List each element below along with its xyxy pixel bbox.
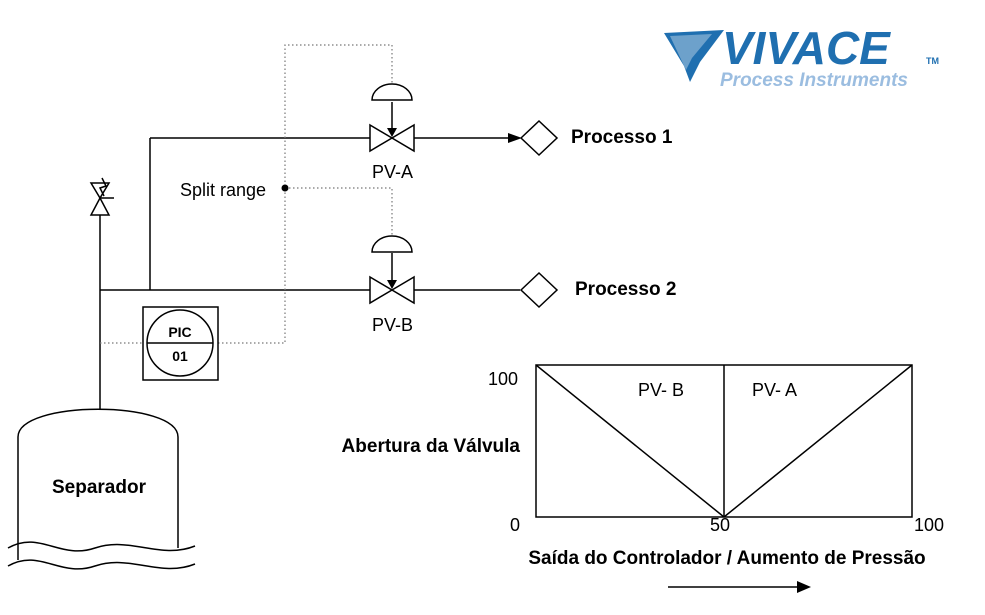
valve-a-left-triangle — [369, 123, 394, 153]
series-line-pv-a — [723, 364, 913, 518]
vessel-label: Separador — [52, 477, 147, 498]
controller-number: 01 — [172, 348, 188, 364]
split-range-junction-dot — [281, 184, 289, 192]
relief-valve-icon — [89, 177, 114, 216]
signal-line-pv-b — [285, 187, 393, 236]
vivace-logo: VIVACE TM Process Instruments — [664, 22, 939, 91]
series-line-pv-b — [535, 364, 725, 518]
flow-arrow-icon — [508, 133, 522, 143]
valve-a-label: PV-A — [372, 162, 413, 182]
logo-brand-text: VIVACE — [722, 22, 891, 74]
process-1-diamond — [519, 119, 559, 157]
vessel-break-line-1 — [7, 541, 196, 552]
chart-y-axis-label: Abertura da Válvula — [342, 436, 521, 457]
chart-x-axis-label: Saída do Controlador / Aumento de Pressã… — [528, 548, 925, 569]
chart-series-group — [535, 364, 913, 518]
vessel-shell — [17, 408, 179, 560]
logo-tm-text: TM — [926, 56, 939, 66]
pressure-increase-arrow-icon — [797, 581, 811, 593]
valve-pv-b — [369, 235, 415, 305]
valve-pv-a — [369, 83, 415, 153]
x-tick-label-50: 50 — [710, 515, 730, 535]
process-1-label: Processo 1 — [571, 127, 673, 148]
actuator-b-icon — [371, 235, 413, 253]
x-tick-label-0: 0 — [510, 515, 520, 535]
signal-line-pv-a — [218, 44, 393, 344]
logo-swoosh-icon — [664, 30, 724, 82]
y-tick-label-100: 100 — [488, 369, 518, 389]
split-range-chart: PV- B PV- A 100 0 50 100 Abertura da Vál… — [342, 364, 944, 593]
valve-b-right-triangle — [390, 275, 415, 305]
process-piping — [99, 137, 520, 415]
controller-tag: PIC — [168, 324, 191, 340]
process-2-label: Processo 2 — [575, 279, 676, 300]
vessel-break-line-2 — [7, 559, 196, 570]
stem-b-arrow-icon — [387, 280, 397, 289]
x-tick-label-100: 100 — [914, 515, 944, 535]
actuator-a-icon — [371, 83, 413, 101]
logo-tagline-text: Process Instruments — [720, 70, 908, 91]
pic-01-controller — [142, 306, 219, 381]
series-label-pv-a: PV- A — [752, 380, 797, 400]
logo-swoosh-highlight-icon — [670, 34, 712, 70]
valve-b-label: PV-B — [372, 315, 413, 335]
split-range-label: Split range — [180, 180, 266, 200]
stem-a-arrow-icon — [387, 128, 397, 137]
valve-b-left-triangle — [369, 275, 394, 305]
process-2-diamond — [519, 271, 559, 309]
series-label-pv-b: PV- B — [638, 380, 684, 400]
separator-vessel — [7, 408, 196, 570]
control-signal-lines — [100, 44, 393, 344]
valve-a-right-triangle — [390, 123, 415, 153]
